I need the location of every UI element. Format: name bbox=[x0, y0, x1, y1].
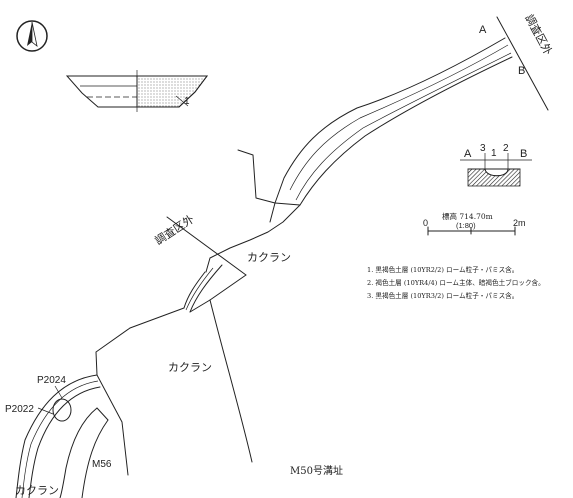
scale-elevation: 標高 714.70m bbox=[442, 211, 493, 221]
legend-line-3: 3. 黒褐色土層 (10YR3/2) ローム粒子・パミス含。 bbox=[367, 291, 518, 300]
section-label-b: B bbox=[520, 148, 527, 160]
survey-boundary-top-right bbox=[496, 16, 549, 111]
label-kakuran-bottom: カクラン bbox=[15, 484, 59, 497]
scale-start: 0 bbox=[423, 218, 428, 228]
legend-line-2: 2. 褐色土層 (10YR4/4) ローム主体、暗褐色土ブロック含。 bbox=[367, 278, 545, 287]
diagram-title: M50号溝址 bbox=[290, 464, 343, 477]
label-point-b: B bbox=[518, 65, 525, 77]
label-pit-p2022: P2022 bbox=[5, 404, 34, 415]
ditch-lower-left bbox=[15, 374, 109, 498]
disturbance-left-outline bbox=[95, 327, 131, 476]
label-point-a: A bbox=[479, 24, 487, 36]
disturbance-center-outline bbox=[205, 149, 301, 273]
scale-ratio: (1:80) bbox=[456, 221, 476, 230]
section-ab: A B 3 1 2 bbox=[460, 143, 532, 187]
label-survey-outside-top: 調査区外 bbox=[522, 12, 555, 57]
soil-legend: 1. 黒褐色土層 (10YR2/2) ローム粒子・パミス含。 2. 褐色土層 (… bbox=[367, 265, 545, 300]
label-ditch-m56: M56 bbox=[92, 459, 112, 470]
label-kakuran-left: カクラン bbox=[168, 361, 212, 374]
section-label-a: A bbox=[464, 148, 472, 160]
scale-end: 2m bbox=[513, 218, 526, 228]
label-pit-p2024: P2024 bbox=[37, 375, 66, 386]
section-layer-3: 3 bbox=[480, 143, 486, 154]
survey-boundary-left bbox=[166, 216, 247, 276]
section-layer-1: 1 bbox=[491, 148, 497, 159]
pottery-fragment-number: 1 bbox=[184, 96, 190, 107]
label-kakuran-center: カクラン bbox=[247, 251, 291, 264]
scale-bar: 標高 714.70m (1:80) 0 2m bbox=[423, 211, 526, 236]
pit-p2024 bbox=[52, 398, 72, 422]
legend-line-1: 1. 黒褐色土層 (10YR2/2) ローム粒子・パミス含。 bbox=[367, 265, 518, 274]
label-survey-outside-mid: 調査区外 bbox=[152, 212, 197, 248]
pottery-fragment-drawing: 1 bbox=[65, 70, 208, 112]
ditch-m50-upper bbox=[274, 37, 513, 206]
section-layer-2: 2 bbox=[503, 143, 509, 154]
north-arrow-icon bbox=[16, 20, 48, 52]
